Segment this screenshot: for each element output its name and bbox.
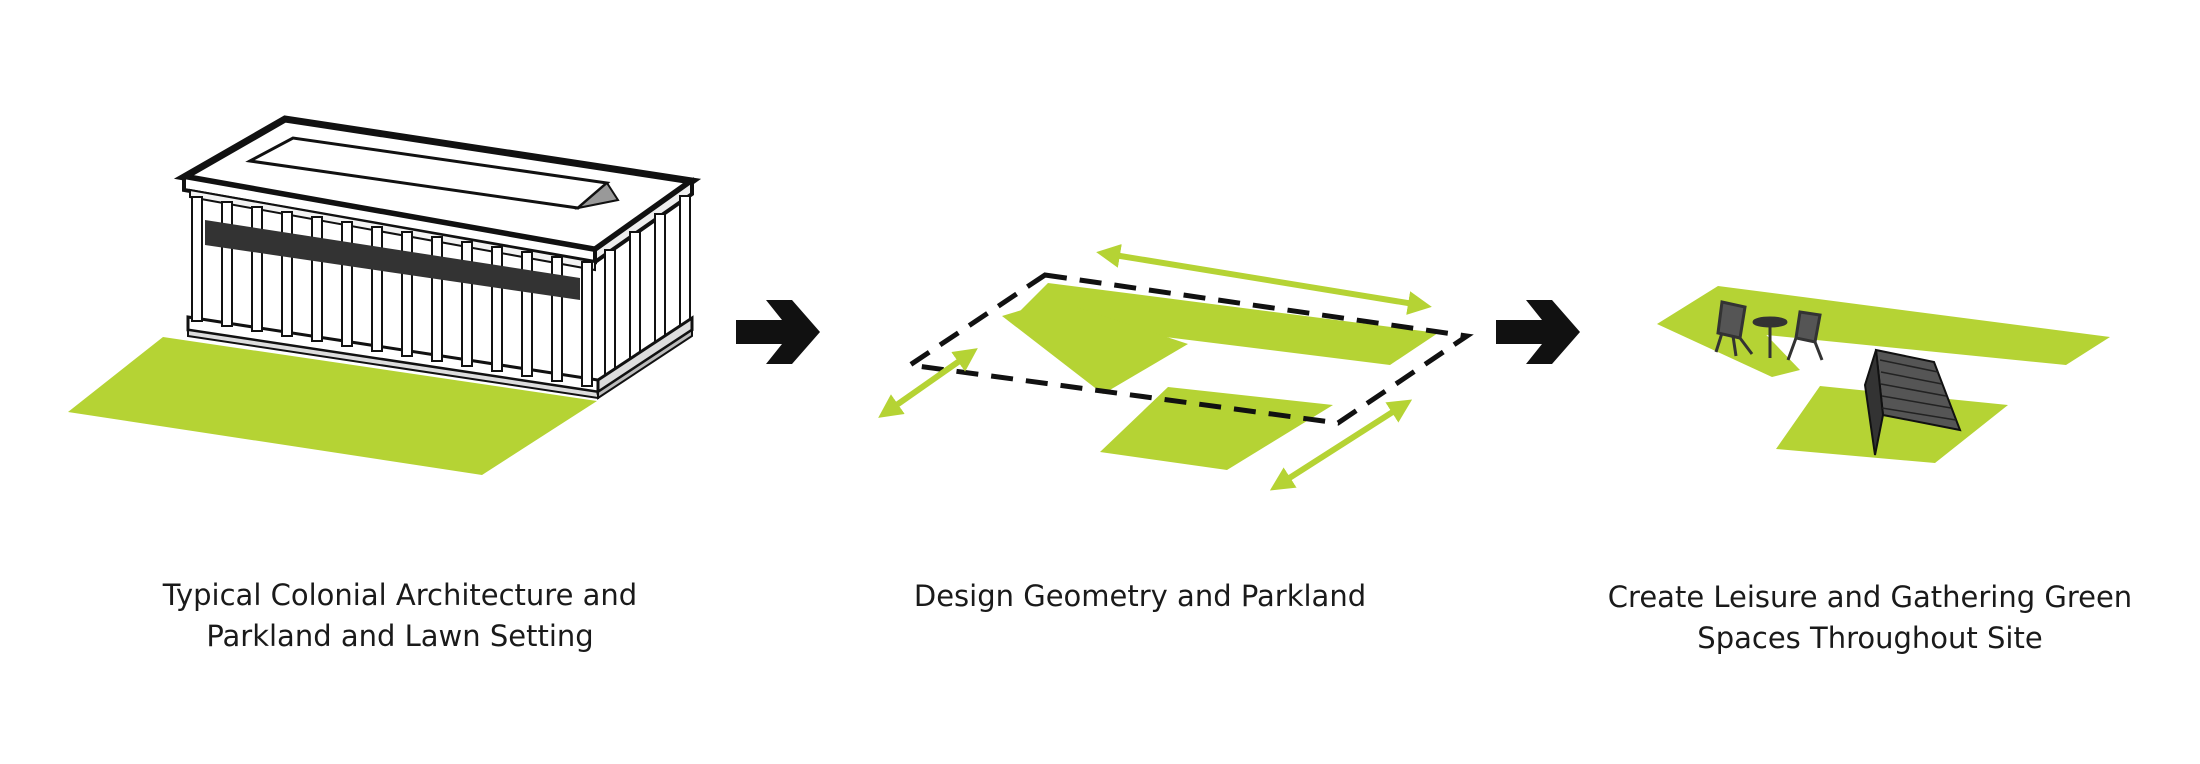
chair-and-table-icon (1714, 300, 1824, 361)
step-3-caption: Create Leisure and Gathering Green Space… (1590, 577, 2150, 659)
caption-line: Create Leisure and Gathering Green (1607, 580, 2133, 614)
dimension-arrows (878, 244, 1432, 491)
pavilion-shelter-icon (1863, 348, 1962, 456)
lawn-plane (1657, 286, 2110, 365)
caption-line: Design Geometry and Parkland (913, 579, 1367, 613)
caption-line: Spaces Throughout Site (1697, 621, 2043, 655)
lawn-plane (1002, 300, 1188, 394)
colonial-building-icon (173, 115, 702, 400)
caption-line: Parkland and Lawn Setting (206, 619, 594, 653)
lawn-plane (68, 337, 597, 475)
lawn-plane (1657, 318, 1800, 377)
right-arrow-icon (1496, 300, 1580, 364)
step-1-illustration (68, 115, 702, 475)
step-1-caption: Typical Colonial Architecture and Parkla… (120, 575, 680, 657)
step-2-caption: Design Geometry and Parkland (860, 576, 1420, 617)
step-3-illustration (1657, 286, 2110, 463)
step-2-illustration (878, 244, 1474, 491)
caption-line: Typical Colonial Architecture and (162, 578, 638, 612)
right-arrow-icon (736, 300, 820, 364)
lawn-plane (1100, 387, 1333, 470)
